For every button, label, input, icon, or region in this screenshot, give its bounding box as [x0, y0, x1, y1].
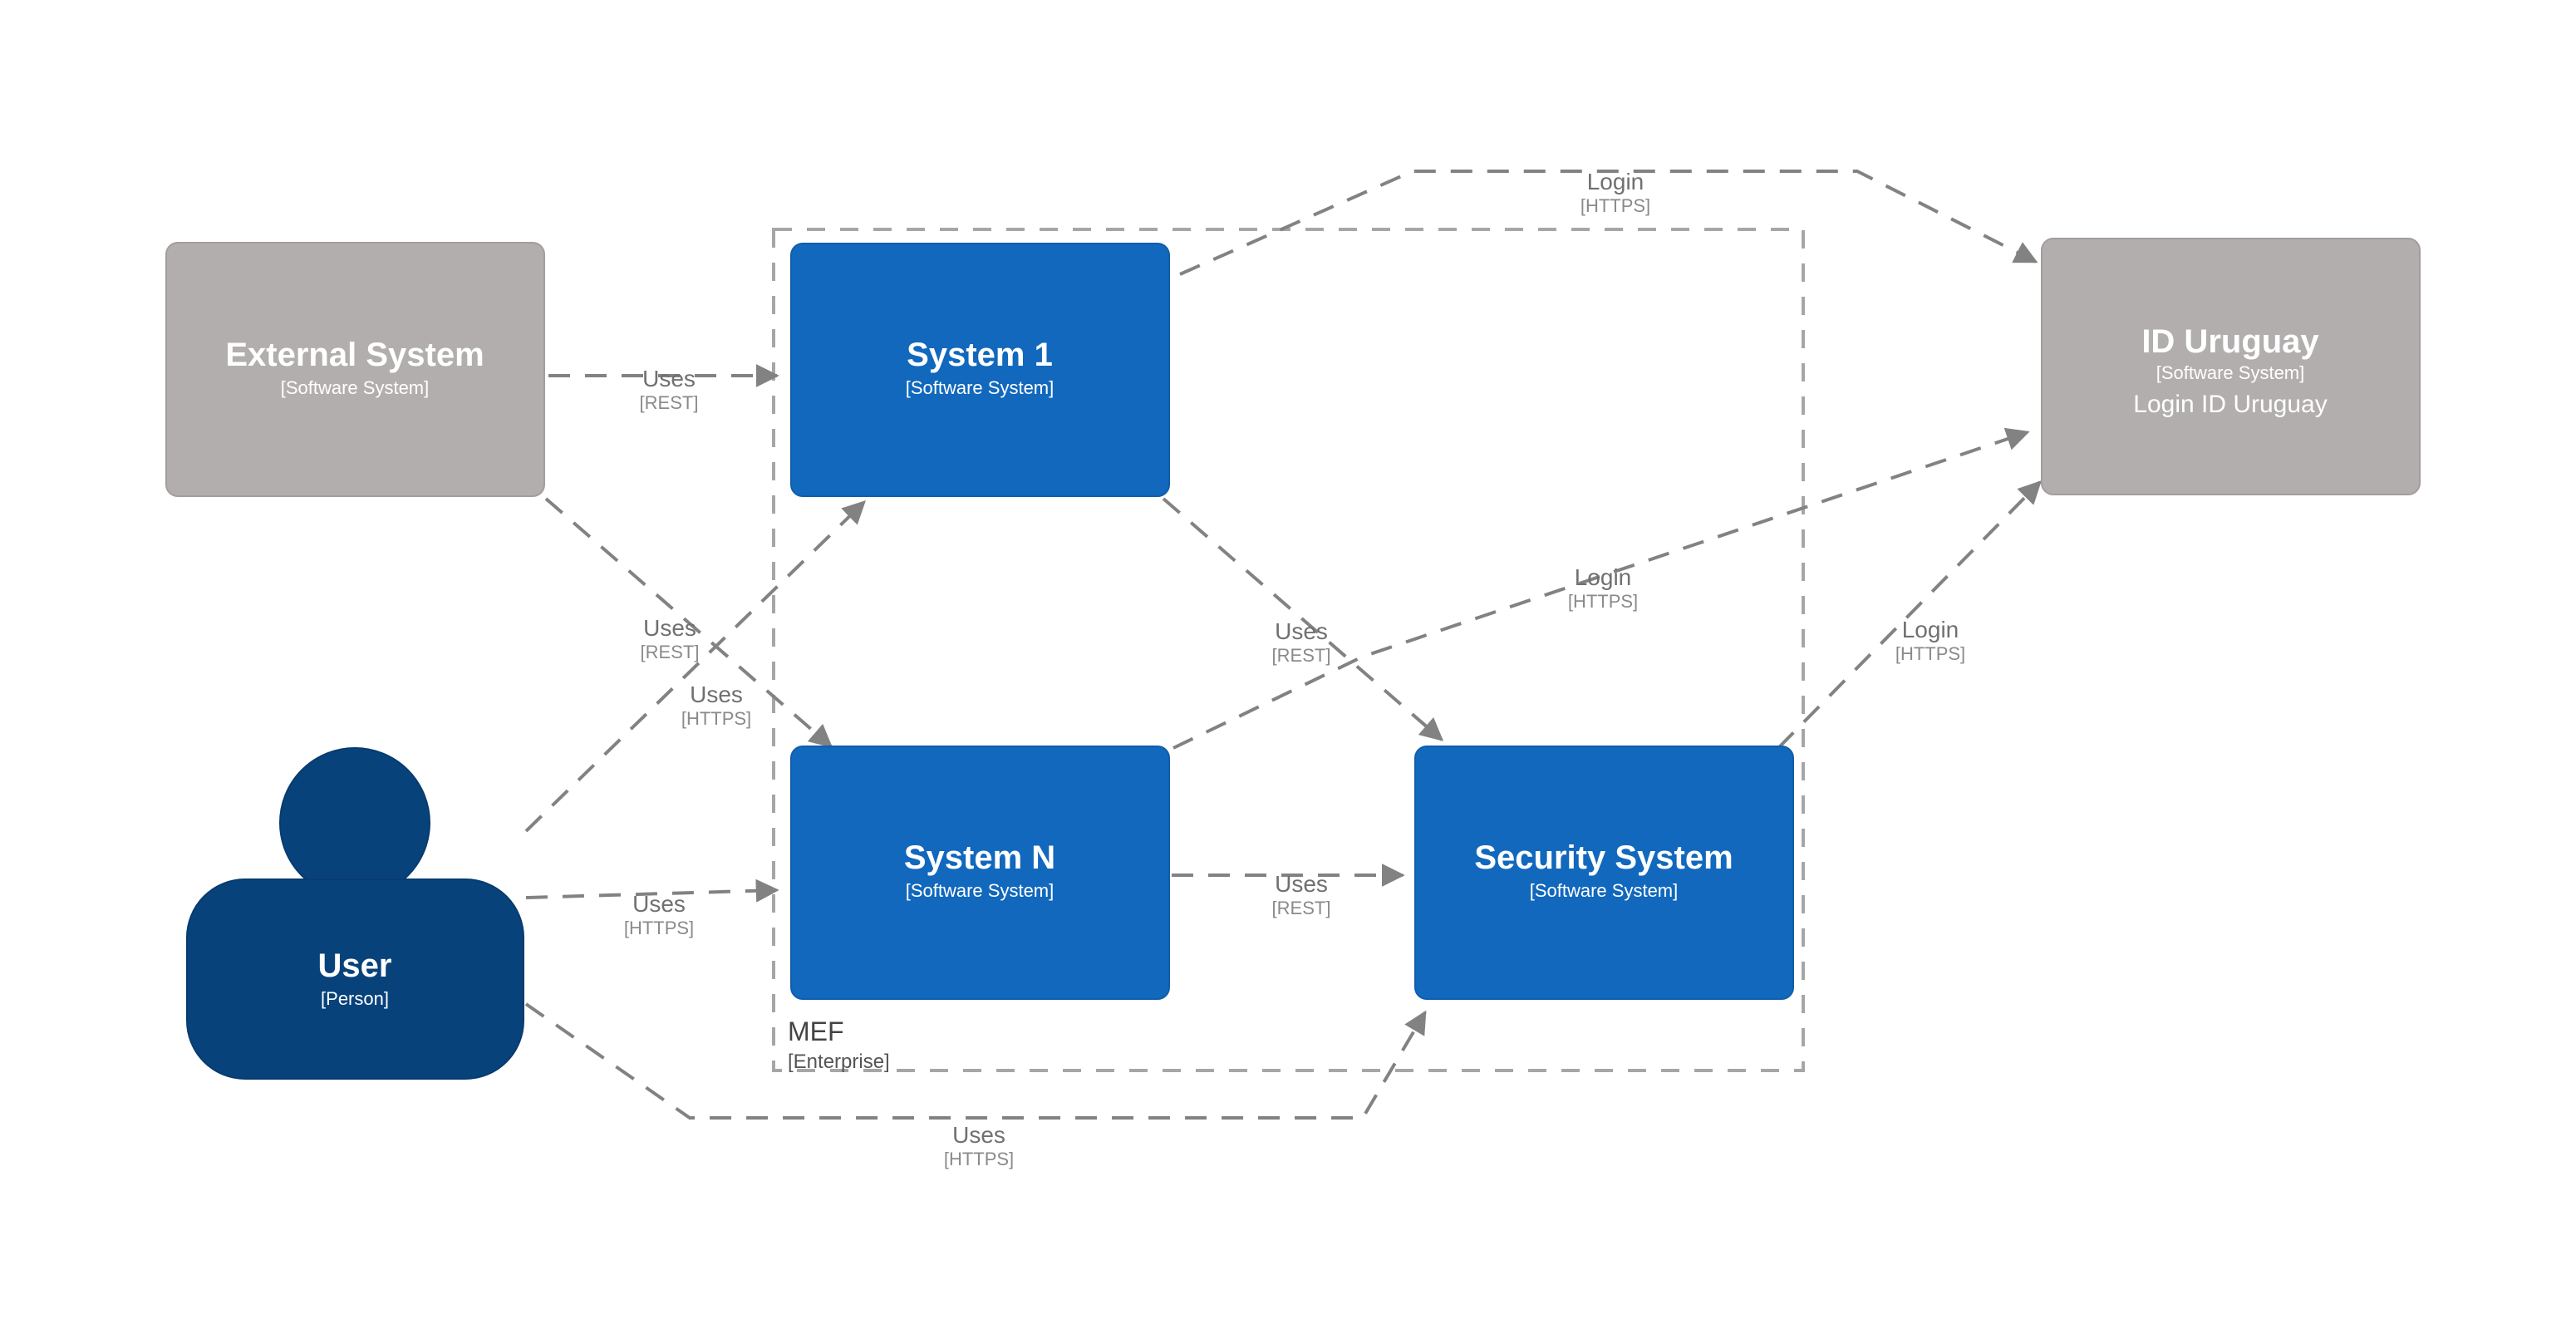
node-system-1[interactable]: System 1 [Software System] — [790, 243, 1170, 497]
node-system-n[interactable]: System N [Software System] — [790, 746, 1170, 1000]
edge-security-system-to-id-uruguay — [1777, 480, 2042, 750]
enterprise-boundary-mef: MEF [Enterprise] — [772, 228, 1805, 1073]
edge-tech-r5: [HTTPS] — [944, 1149, 1014, 1169]
node-user[interactable]: User [Person] — [186, 747, 524, 1080]
boundary-name: MEF — [788, 1016, 844, 1046]
boundary-rect — [772, 228, 1805, 1072]
edge-tech-r4: [HTTPS] — [624, 918, 694, 938]
edge-tech-r1: [REST] — [640, 392, 699, 413]
system-1-shape[interactable] — [790, 243, 1170, 497]
edge-tech-r10: [HTTPS] — [1895, 643, 1965, 664]
node-id-uruguay[interactable]: ID Uruguay [Software System] Login ID Ur… — [2041, 238, 2421, 495]
edge-user-to-system-1 — [524, 500, 867, 833]
edge-user-to-system-n — [525, 879, 779, 903]
security-system-shape[interactable] — [1414, 746, 1794, 1000]
user-title: User — [318, 947, 392, 984]
edge-tech-r8: [HTTPS] — [1581, 195, 1650, 216]
edge-system-1-to-security-system — [1162, 497, 1444, 741]
user-head-icon — [279, 747, 430, 898]
relationship-labels-layer: Uses [REST] Uses [REST] Uses [HTTPS] Use… — [624, 169, 1965, 1169]
id-uruguay-shape[interactable] — [2041, 238, 2421, 495]
edge-external-system-to-system-n — [544, 497, 833, 748]
edge-label-r5: Uses — [952, 1122, 1005, 1148]
system-1-title: System 1 — [907, 337, 1053, 373]
edge-label-r7: Uses — [1275, 871, 1328, 897]
external-system-subtitle: [Software System] — [281, 377, 430, 398]
edge-tech-r9: [HTTPS] — [1568, 591, 1638, 612]
edge-label-r4: Uses — [632, 891, 686, 917]
external-system-shape[interactable] — [165, 242, 545, 497]
system-n-shape[interactable] — [790, 746, 1170, 1000]
edge-label-r10: Login — [1902, 617, 1959, 642]
edge-tech-r6: [REST] — [1272, 645, 1331, 666]
id-uruguay-subtitle: [Software System] — [2156, 362, 2305, 383]
id-uruguay-title: ID Uruguay — [2141, 323, 2319, 360]
edge-tech-r2: [REST] — [641, 642, 700, 662]
edge-label-r1: Uses — [642, 366, 696, 391]
boundary-type: [Enterprise] — [788, 1051, 890, 1073]
node-external-system[interactable]: External System [Software System] — [165, 242, 545, 497]
external-system-title: External System — [225, 337, 484, 373]
edge-label-r9: Login — [1575, 564, 1632, 590]
security-system-subtitle: [Software System] — [1530, 880, 1679, 901]
edge-system-n-to-id-uruguay — [1172, 427, 2030, 750]
id-uruguay-description: Login ID Uruguay — [2133, 391, 2327, 418]
edge-label-r3: Uses — [690, 682, 743, 707]
user-subtitle: [Person] — [321, 988, 389, 1009]
security-system-title: Security System — [1474, 839, 1733, 876]
system-n-subtitle: [Software System] — [906, 880, 1054, 901]
edge-user-to-security-system — [524, 1002, 1427, 1120]
edge-label-r8: Login — [1587, 169, 1644, 194]
edge-label-r6: Uses — [1275, 618, 1328, 644]
user-body-shape[interactable] — [186, 879, 524, 1080]
edge-tech-r3: [HTTPS] — [681, 708, 751, 729]
system-n-title: System N — [904, 839, 1055, 876]
system-1-subtitle: [Software System] — [906, 377, 1054, 398]
relationships-layer — [524, 170, 2042, 1120]
edge-tech-r7: [REST] — [1272, 898, 1331, 918]
edge-label-r2: Uses — [643, 615, 696, 641]
node-security-system[interactable]: Security System [Software System] — [1414, 746, 1794, 1000]
edge-system-1-to-id-uruguay — [1179, 170, 2038, 276]
